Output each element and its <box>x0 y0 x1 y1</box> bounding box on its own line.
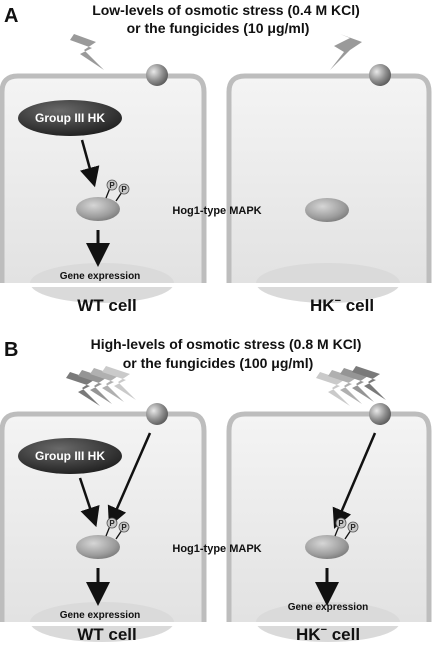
mapk-icon <box>305 535 349 559</box>
panel-a-letter: A <box>4 5 18 27</box>
mapk-icon <box>305 198 349 222</box>
cell-membrane <box>226 73 432 283</box>
group-iii-hk-icon <box>18 100 122 136</box>
phospho-label: P <box>350 523 356 532</box>
arrow-hk-to-mapk <box>80 139 100 188</box>
phospho-icon <box>106 517 118 529</box>
panel-b-letter: B <box>4 339 18 361</box>
phospho-icon <box>106 179 118 191</box>
hk-minus-cell-label: HK− cell <box>296 624 360 644</box>
cell-membrane <box>226 411 432 622</box>
phospho-label: P <box>109 181 115 190</box>
mapk-label: Hog1-type MAPK <box>172 543 261 555</box>
gene-expression-label: Gene expression <box>60 610 141 621</box>
wt-cell-a: Group III HK P P Gene expression <box>0 34 210 303</box>
mapk-icon <box>76 197 120 221</box>
wt-cell-b: Group III HK P P Gene expression <box>0 366 210 642</box>
strong-stress-lightning-icon <box>66 366 136 406</box>
phospho-icon <box>118 521 130 533</box>
gene-expression-label: Gene expression <box>288 602 369 613</box>
phospho-icon <box>118 183 130 195</box>
sensor-icon <box>369 64 391 86</box>
panel-a-title-line2: or the fungicides (10 μg/ml) <box>127 20 310 36</box>
hk-minus-cell-label: HK− cell <box>310 295 374 315</box>
mapk-icon <box>76 535 120 559</box>
group-iii-hk-label: Group III HK <box>35 111 105 125</box>
stress-lightning-icon <box>70 34 104 70</box>
hk-minus-cell-a <box>226 34 432 303</box>
panel-b-title-line2: or the fungicides (100 μg/ml) <box>123 355 314 371</box>
phospho-icon <box>347 521 359 533</box>
panel-a-title-line1: Low-levels of osmotic stress (0.4 M KCl) <box>92 2 360 18</box>
mapk-label: Hog1-type MAPK <box>172 205 261 217</box>
phospho-label: P <box>109 519 115 528</box>
panel-b: B High-levels of osmotic stress (0.8 M K… <box>0 336 432 644</box>
phospho-label: P <box>338 519 344 528</box>
wt-cell-label: WT cell <box>77 625 137 644</box>
wt-cell-label: WT cell <box>77 296 137 315</box>
hk-minus-cell-b: P P Gene expression <box>226 366 432 642</box>
group-iii-hk-label: Group III HK <box>35 449 105 463</box>
stress-lightning-icon <box>330 34 362 70</box>
panel-a: A Low-levels of osmotic stress (0.4 M KC… <box>0 2 432 315</box>
sensor-icon <box>369 403 391 425</box>
panel-b-title-line1: High-levels of osmotic stress (0.8 M KCl… <box>91 336 362 352</box>
arrow-hk-to-mapk <box>78 477 100 528</box>
phospho-icon <box>335 517 347 529</box>
strong-stress-lightning-icon <box>316 366 386 406</box>
arrow-sensor-to-mapk <box>332 432 377 529</box>
phospho-label: P <box>121 523 127 532</box>
arrow-sensor-to-mapk <box>107 432 152 527</box>
sensor-icon <box>146 64 168 86</box>
gene-expression-label: Gene expression <box>60 271 141 282</box>
sensor-icon <box>146 403 168 425</box>
phospho-label: P <box>121 185 127 194</box>
group-iii-hk-icon <box>18 438 122 474</box>
